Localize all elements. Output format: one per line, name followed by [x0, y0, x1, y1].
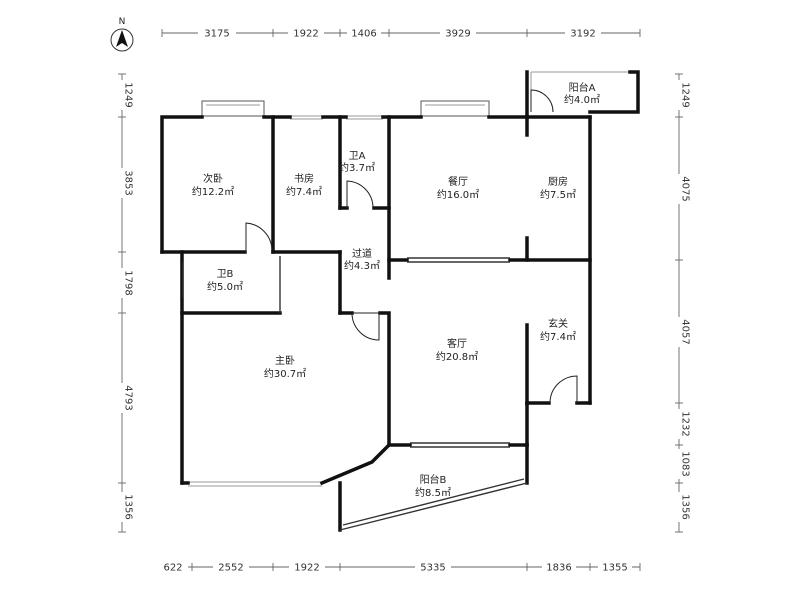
room-bath-b-area: 约5.0㎡ [207, 280, 243, 293]
dimension-right-label: 1356 [680, 494, 691, 519]
dimension-label-bg [673, 409, 685, 439]
room-balcony-b-area: 约8.5㎡ [415, 486, 451, 499]
wall [160, 115, 204, 254]
dimension-label-bg [213, 561, 249, 573]
compass: N [110, 17, 134, 52]
dimension-label-bg [565, 27, 601, 39]
room-corridor-name: 过道 [352, 247, 372, 260]
dimension-right-label: 1249 [680, 82, 691, 107]
room-labels: 次卧 约12.2㎡ 书房 约7.4㎡ 卫A 约3.7㎡ 餐厅 约16.0㎡ 厨房… [192, 81, 600, 499]
dimension-label-bg [673, 317, 685, 347]
dimension-bottom-label: 1836 [546, 563, 571, 574]
dimension-label-bg [198, 27, 236, 39]
dimension-top-label: 1406 [351, 29, 376, 40]
room-master-bedroom-name: 主卧 [275, 354, 295, 367]
dimension-left-label: 3853 [123, 170, 134, 195]
dimension-top: 3175 1922 1406 3929 3192 [161, 27, 641, 40]
dimension-label-bg [542, 561, 576, 573]
doors [245, 89, 578, 404]
dimension-label-bg [673, 449, 685, 479]
windows [188, 71, 630, 487]
dimension-bottom-label: 1355 [602, 563, 627, 574]
dimension-right-label: 4075 [680, 176, 691, 201]
dimension-left-label: 4793 [123, 385, 134, 410]
room-entrance-area: 约7.4㎡ [540, 330, 576, 343]
dimension-bottom-label: 5335 [420, 563, 445, 574]
room-master-bedroom-area: 约30.7㎡ [264, 367, 306, 380]
walls [160, 70, 640, 532]
room-balcony-b-name: 阳台B [420, 473, 447, 486]
dimension-label-bg [347, 27, 381, 39]
room-bath-a-area: 约3.7㎡ [339, 161, 375, 174]
door-master[interactable] [351, 312, 380, 341]
room-study-area: 约7.4㎡ [286, 185, 322, 198]
dimension-left-label: 1249 [123, 82, 134, 107]
dimension-label-bg [116, 168, 128, 198]
dimension-bottom-label: 2552 [218, 563, 243, 574]
dimension-label-bg [288, 27, 324, 39]
dimension-label-bg [673, 80, 685, 110]
compass-label: N [119, 17, 126, 27]
door-bath-a[interactable] [346, 180, 374, 208]
room-dining-name: 餐厅 [448, 175, 468, 188]
room-kitchen-area: 约7.5㎡ [540, 188, 576, 201]
room-living-area: 约20.8㎡ [436, 350, 478, 363]
door-second-bedroom[interactable] [245, 222, 273, 252]
room-balcony-a-area: 约4.0㎡ [564, 93, 600, 106]
dimension-label-bg [440, 27, 476, 39]
window-dining [420, 100, 490, 117]
dimension-right-label: 1232 [680, 411, 691, 436]
wall [588, 70, 640, 114]
dimension-right-label: 4057 [680, 319, 691, 344]
dimension-label-bg [116, 492, 128, 522]
dimension-right: 1249 4075 4057 1232 1083 1356 [673, 73, 691, 533]
dimension-bottom-label: 622 [163, 563, 182, 574]
dimension-top-label: 1922 [293, 29, 318, 40]
room-second-bedroom-name: 次卧 [203, 172, 223, 185]
dimension-label-bg [116, 268, 128, 298]
door-balcony-a[interactable] [530, 89, 554, 113]
dimension-label-bg [598, 561, 632, 573]
dimension-label-bg [289, 561, 325, 573]
door-entrance[interactable] [549, 375, 578, 404]
room-corridor-area: 约4.3㎡ [344, 259, 380, 272]
dimension-label-bg [160, 561, 188, 573]
room-second-bedroom-area: 约12.2㎡ [192, 185, 234, 198]
room-kitchen-name: 厨房 [548, 175, 568, 188]
dimension-top-label: 3192 [570, 29, 595, 40]
dimension-bottom: 622 2552 1922 5335 1836 1355 [160, 561, 641, 574]
dimension-label-bg [673, 492, 685, 522]
room-bath-a-name: 卫A [349, 151, 366, 162]
wall-thin [339, 482, 528, 531]
room-dining-area: 约16.0㎡ [437, 188, 479, 201]
dimension-label-bg [415, 561, 451, 573]
dimension-left: 1249 3853 1798 4793 1356 [116, 73, 134, 533]
room-living-name: 客厅 [447, 337, 467, 350]
dimension-top-label: 3929 [445, 29, 470, 40]
wall-thin [342, 478, 525, 526]
room-entrance-name: 玄关 [548, 317, 568, 330]
dimension-bottom-label: 1922 [294, 563, 319, 574]
dimension-label-bg [116, 383, 128, 413]
room-balcony-a-name: 阳台A [569, 81, 596, 94]
compass-arrow-icon [116, 30, 128, 47]
window-second-bedroom [201, 100, 265, 117]
dimension-left-label: 1356 [123, 494, 134, 519]
dimension-left-label: 1798 [123, 270, 134, 295]
dimension-top-label: 3175 [204, 29, 229, 40]
dimension-right-label: 1083 [680, 451, 691, 476]
dimension-label-bg [673, 174, 685, 204]
room-study-name: 书房 [294, 172, 314, 185]
dimension-label-bg [116, 80, 128, 110]
room-bath-b-name: 卫B [217, 269, 234, 280]
